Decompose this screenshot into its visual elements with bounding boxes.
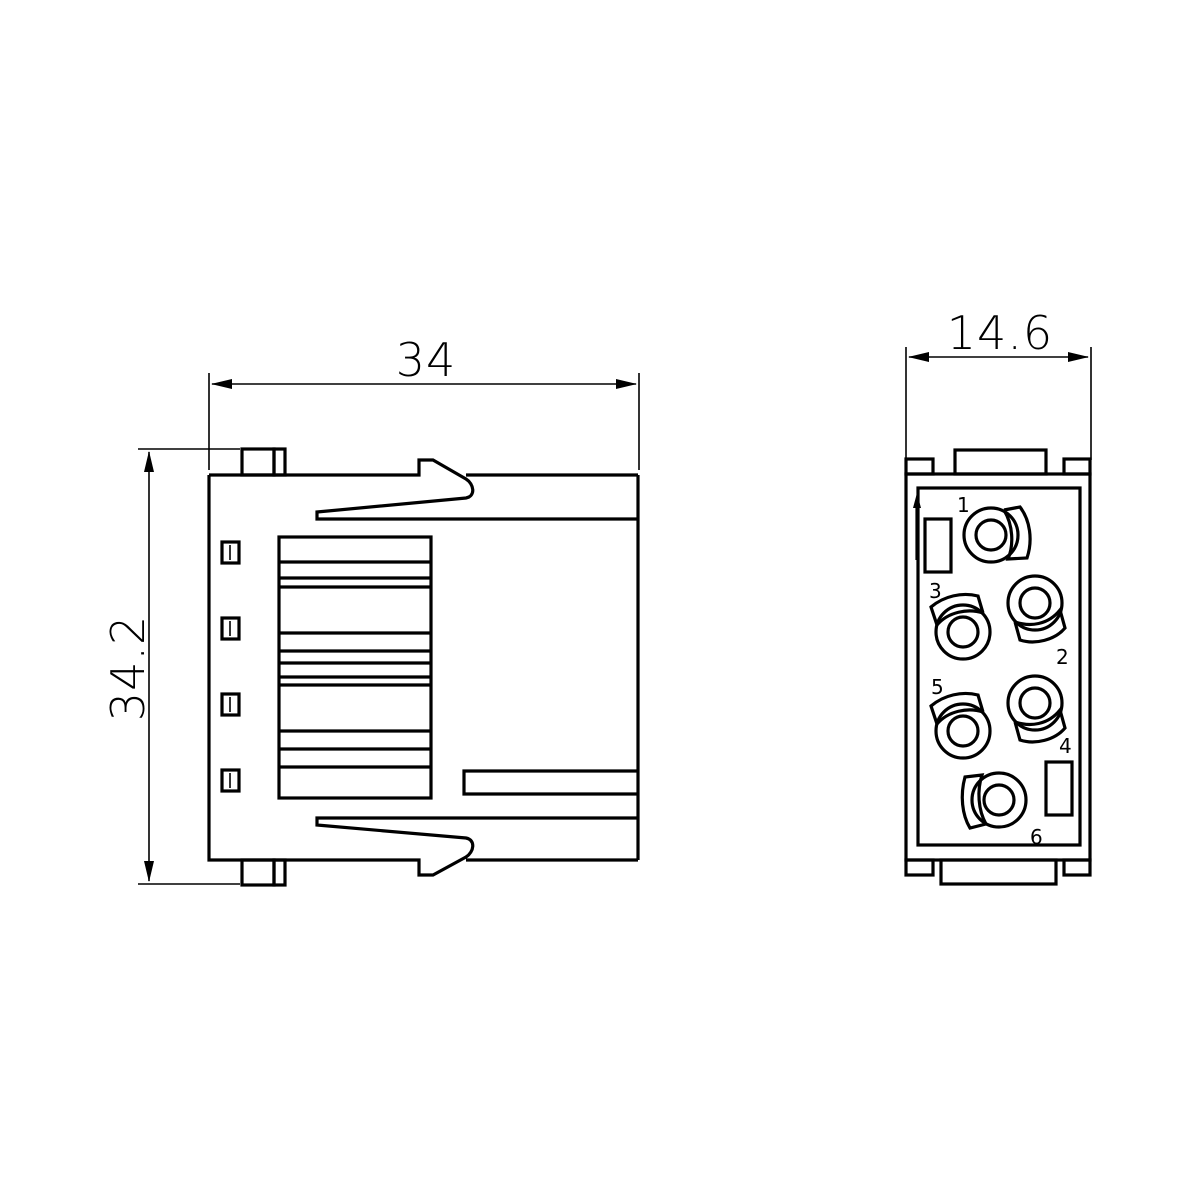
front-bottom-tab-right — [1062, 858, 1092, 877]
coding-slot-left — [923, 517, 953, 574]
side-view: 34 34.2 — [101, 333, 640, 887]
bottom-tab — [240, 858, 276, 887]
dimension-height-34-2: 34.2 — [101, 448, 240, 885]
front-top-key — [953, 448, 1048, 476]
top-tab — [240, 447, 276, 477]
front-top-tab-right — [1062, 457, 1092, 476]
dimension-label-width: 34 — [396, 333, 457, 387]
contact-6 — [960, 771, 1028, 830]
front-view: 14.6 — [904, 306, 1092, 886]
pin-label-4: 4 — [1059, 734, 1072, 758]
locking-windows — [220, 540, 241, 793]
front-bottom-tab-left — [904, 858, 935, 877]
contact-3 — [929, 592, 992, 661]
pin-label-6: 6 — [1030, 825, 1043, 849]
pin-label-5: 5 — [931, 675, 944, 699]
dimension-label-height: 34.2 — [101, 615, 155, 721]
pin-label-1: 1 — [957, 493, 970, 517]
bottom-tab-edge — [272, 858, 287, 887]
contact-5 — [929, 691, 992, 760]
pin-label-2: 2 — [1056, 645, 1069, 669]
front-inner-frame — [916, 486, 1082, 847]
pin-label-3: 3 — [929, 579, 942, 603]
front-top-tab-left — [904, 457, 935, 476]
lower-slot — [462, 769, 638, 796]
contact-block — [277, 535, 433, 800]
dimension-width-34: 34 — [208, 333, 640, 470]
housing-outline — [207, 458, 640, 877]
contact-2 — [1006, 574, 1067, 644]
dimension-width-14-6: 14.6 — [905, 306, 1092, 460]
contact-4 — [1006, 674, 1067, 744]
top-tab-edge — [272, 447, 287, 477]
contact-1 — [962, 505, 1032, 564]
dimension-label-front-width: 14.6 — [947, 306, 1053, 360]
front-bottom-key — [939, 858, 1058, 886]
coding-slot-right — [1044, 760, 1074, 817]
